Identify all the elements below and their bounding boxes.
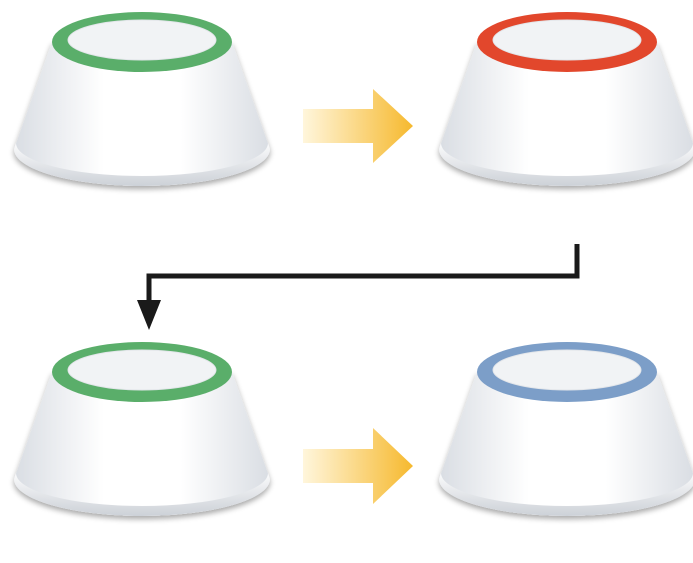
device-base-rim	[439, 143, 693, 186]
device-top-right	[439, 12, 693, 186]
device-base-rim	[439, 473, 693, 516]
device-top-disk	[492, 19, 642, 61]
device-bottom-right	[439, 342, 693, 516]
device-top-left	[14, 12, 270, 186]
device-body	[439, 372, 693, 516]
device-top-disk	[67, 19, 217, 61]
transition-arrow-top	[303, 89, 413, 163]
device-top-disk	[492, 349, 642, 391]
device-base-rim	[14, 473, 270, 516]
device-top-disk	[67, 349, 217, 391]
device-base-rim	[14, 143, 270, 186]
device-body	[14, 42, 270, 186]
device-body	[439, 42, 693, 186]
transition-arrow-bottom	[303, 428, 413, 504]
device-bottom-left	[14, 342, 270, 516]
device-body	[14, 372, 270, 516]
connector-arrowhead	[137, 300, 161, 330]
elbow-connector-arrow	[146, 244, 580, 310]
